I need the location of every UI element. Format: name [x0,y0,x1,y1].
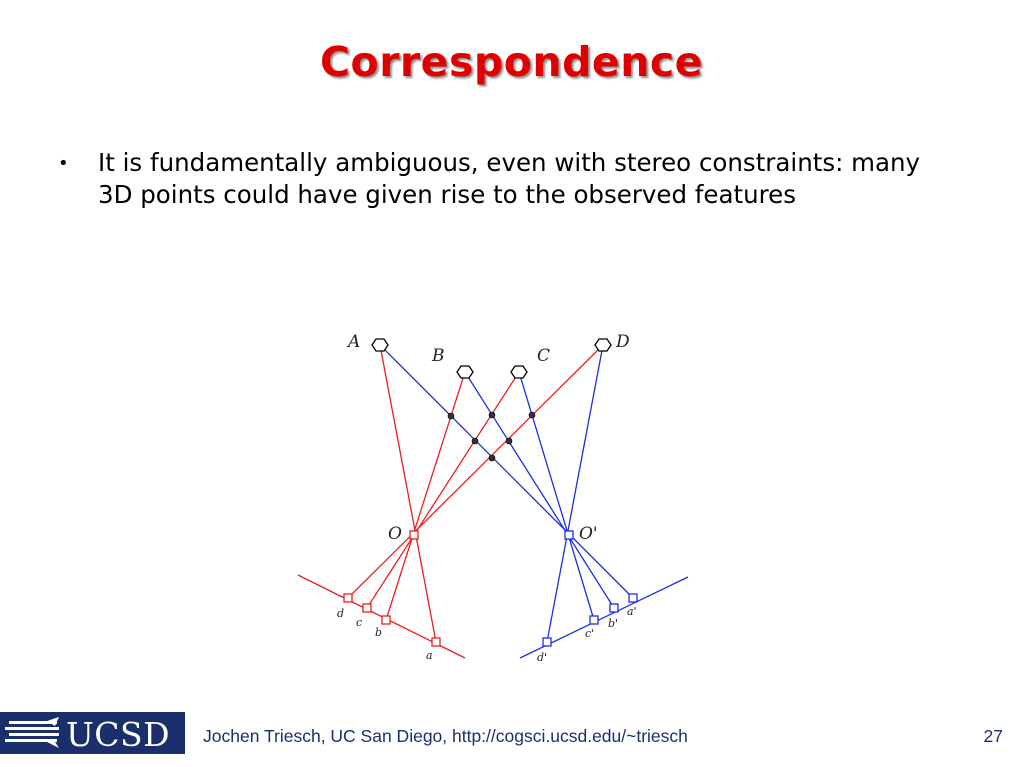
right-image-points [542,593,638,647]
label-c: c [356,616,362,629]
label-B: B [431,346,445,366]
optical-centers [409,530,574,540]
slide-title: Correspondence [319,38,704,86]
label-c-prime: c' [585,627,594,640]
trident-icon [5,717,59,748]
ray-C-left [366,371,520,609]
intersection-point [447,412,455,420]
label-b-prime: b' [608,617,618,630]
intersection-point [488,411,496,419]
scene-point-D [594,338,612,352]
ray-B-left [385,371,466,621]
label-b: b [375,626,382,639]
bullet-list: • It is fundamentally ambiguous, even wi… [58,147,938,211]
ucsd-logo: UCSD [0,712,185,754]
scene-point-B [456,365,474,379]
page-number: 27 [983,726,1003,746]
ray-B-right [464,371,615,609]
ray-D-right [546,344,604,643]
bullet-item: • It is fundamentally ambiguous, even wi… [58,147,938,211]
label-O-prime: O' [579,524,598,544]
image-point-b [381,615,391,625]
slide-footer: UCSD Jochen Triesch, UC San Diego, http:… [0,712,1023,754]
ray-A-right [379,344,634,599]
image-point-d-prime [542,637,552,647]
ray-intersections [447,411,536,462]
scene-points [371,338,612,379]
label-d-prime: d' [537,651,547,664]
image-point-a-prime [628,593,638,603]
label-a: a [426,649,433,662]
left-image-points [343,593,441,647]
scene-point-A [371,338,389,352]
intersection-point [471,437,479,445]
intersection-point [488,454,496,462]
optical-center-right [564,530,574,540]
image-point-c [362,603,372,613]
stereo-correspondence-diagram: A B C D O O' d c b a d' c' b' a' [297,332,689,664]
ray-A-left [379,344,437,643]
figure-labels: A B C D O O' d c b a d' c' b' a' [337,332,637,664]
label-d: d [337,607,344,620]
image-point-b-prime [609,603,619,613]
optical-center-left [409,530,419,540]
image-point-a [431,637,441,647]
logo-text: UCSD [66,715,171,754]
label-A: A [346,332,360,352]
bullet-marker: • [58,153,69,174]
right-camera-rays [379,344,689,659]
intersection-point [505,437,513,445]
label-C: C [537,346,550,366]
intersection-point [528,411,536,419]
label-O: O [388,524,402,544]
label-D: D [615,332,630,352]
image-point-c-prime [589,615,599,625]
image-point-d [343,593,353,603]
scene-point-C [510,365,528,379]
bullet-text: It is fundamentally ambiguous, even with… [98,148,921,209]
ray-D-left [347,344,604,599]
label-a-prime: a' [627,605,637,618]
footer-credit: Jochen Triesch, UC San Diego, http://cog… [203,726,688,746]
